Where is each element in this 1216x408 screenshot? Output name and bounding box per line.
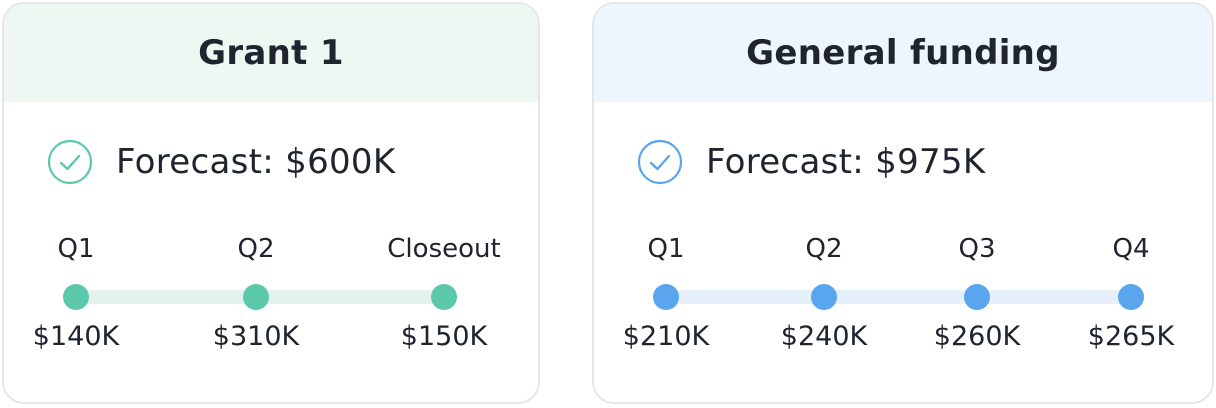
milestone-timeline: Q1 $140K Q2 $310K Closeout $150K	[4, 4, 538, 402]
milestone-value: $260K	[933, 321, 1021, 352]
milestone-dot	[431, 284, 457, 310]
milestone-value: $310K	[212, 321, 300, 352]
card-title: General funding	[746, 33, 1060, 73]
milestone-label: Closeout	[387, 234, 501, 264]
milestone-label: Q4	[1112, 234, 1150, 264]
milestone-value: $140K	[32, 321, 120, 352]
check-circle-icon	[47, 139, 93, 185]
milestone-value: $240K	[780, 321, 868, 352]
milestone-label: Q1	[647, 234, 685, 264]
milestone-dot	[243, 284, 269, 310]
milestone-dot	[964, 284, 990, 310]
milestone-label: Q1	[57, 234, 95, 264]
forecast-row: Forecast: $975K	[636, 138, 985, 186]
card-header: General funding	[594, 4, 1212, 102]
milestone-value: $265K	[1087, 321, 1175, 352]
milestone-dot	[653, 284, 679, 310]
milestone-value: $150K	[400, 321, 488, 352]
milestone-timeline: Q1 $210K Q2 $240K Q3 $260K Q4 $265K	[594, 4, 1212, 402]
check-circle-icon	[637, 139, 683, 185]
milestone-label: Q2	[805, 234, 843, 264]
card-header: Grant 1	[4, 4, 538, 102]
milestone-label: Q3	[958, 234, 996, 264]
milestone-dot	[811, 284, 837, 310]
milestone-dot	[1118, 284, 1144, 310]
grant-1-card: Grant 1 Forecast: $600K Q1 $140K Q2 $310K Cl…	[2, 2, 540, 404]
forecast-text: Forecast: $975K	[706, 142, 986, 182]
forecast-text: Forecast: $600K	[116, 142, 396, 182]
milestone-dot	[63, 284, 89, 310]
forecast-row: Forecast: $600K	[46, 138, 395, 186]
card-title: Grant 1	[198, 33, 344, 73]
milestone-label: Q2	[237, 234, 275, 264]
timeline-track	[666, 290, 1131, 304]
milestone-value: $210K	[622, 321, 710, 352]
